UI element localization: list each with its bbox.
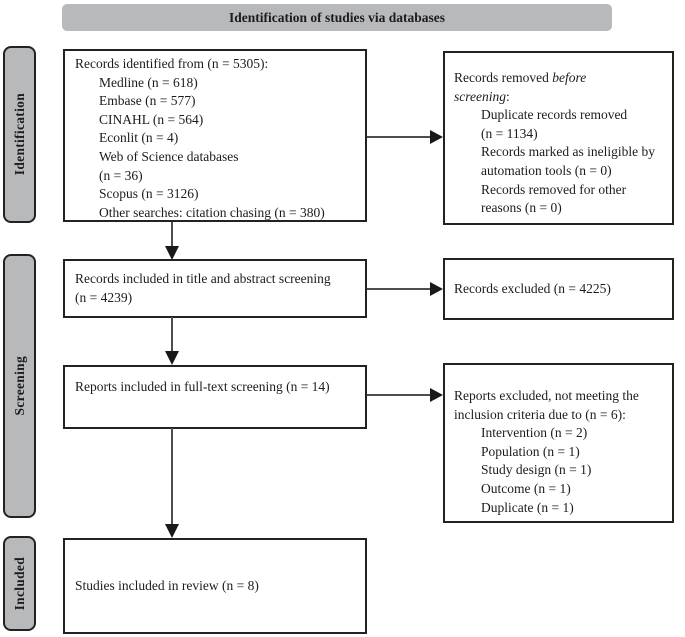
arrow-head-down-icon [165,524,179,538]
reports-excluded-title: Reports excluded, not meeting the inclus… [454,388,639,422]
records-removed-title-suffix: : [505,88,510,104]
arrow-head-right-icon [430,130,443,144]
stage-label-screening-text: Screening [11,356,27,416]
stage-label-identification: Identification [3,46,36,223]
box-fulltext-screening: Reports included in full-text screening … [63,365,367,429]
arrow-line [171,428,173,525]
arrow-line [367,136,431,138]
records-removed-title-italic: before screening [454,70,587,104]
reports-excluded-item: Study design (n = 1) [481,462,592,478]
arrow-head-right-icon [430,388,443,402]
fulltext-screening-text: Reports included in full-text screening … [75,379,330,394]
arrow-head-down-icon [165,351,179,365]
arrow-line [171,222,173,247]
reports-excluded-item: Outcome (n = 1) [481,480,571,496]
records-removed-title-prefix: Records removed [454,70,553,85]
records-identified-line: Scopus (n = 3126) [99,186,199,202]
diagram-header-title: Identification of studies via databases [228,9,446,25]
studies-included-text: Studies included in review (n = 8) [75,577,259,593]
box-records-removed: Records removed before screening: Duplic… [443,51,674,225]
records-identified-line: Econlit (n = 4) [99,130,179,146]
records-identified-title: Records identified from (n = 5305): [75,56,269,71]
stage-label-screening: Screening [3,254,36,518]
arrow-head-down-icon [165,246,179,260]
records-removed-item: Records removed for other reasons (n = 0… [481,181,627,216]
records-identified-line: Other searches: citation chasing (n = 38… [99,204,325,220]
box-records-excluded: Records excluded (n = 4225) [443,258,674,320]
title-abstract-screening-text: Records included in title and abstract s… [75,271,331,305]
box-studies-included: Studies included in review (n = 8) [63,538,367,634]
records-removed-title: Records removed before screening: [454,69,614,106]
stage-label-included-text: Included [11,556,27,611]
box-title-abstract-screening: Records included in title and abstract s… [63,259,367,318]
stage-label-identification-text: Identification [11,93,27,176]
arrow-line [171,317,173,352]
records-removed-item: Records marked as ineligible by automati… [481,144,655,178]
diagram-header: Identification of studies via databases [62,4,612,31]
records-identified-line: Medline (n = 618) [99,74,198,90]
records-identified-line: Web of Science databases [99,148,239,164]
records-removed-item: Duplicate records removed (n = 1134) [481,107,628,141]
arrow-line [367,288,431,290]
box-reports-excluded: Reports excluded, not meeting the inclus… [443,363,674,523]
reports-excluded-item: Duplicate (n = 1) [481,499,574,515]
records-identified-line: CINAHL (n = 564) [99,111,204,127]
reports-excluded-item: Intervention (n = 2) [481,425,588,441]
records-identified-line: (n = 36) [99,167,143,183]
records-identified-line: Embase (n = 577) [99,93,196,109]
stage-label-included: Included [3,536,36,631]
arrow-line [367,394,431,396]
reports-excluded-item: Population (n = 1) [481,443,580,459]
records-excluded-text: Records excluded (n = 4225) [454,280,611,296]
box-records-identified: Records identified from (n = 5305): Medl… [63,49,367,222]
arrow-head-right-icon [430,282,443,296]
